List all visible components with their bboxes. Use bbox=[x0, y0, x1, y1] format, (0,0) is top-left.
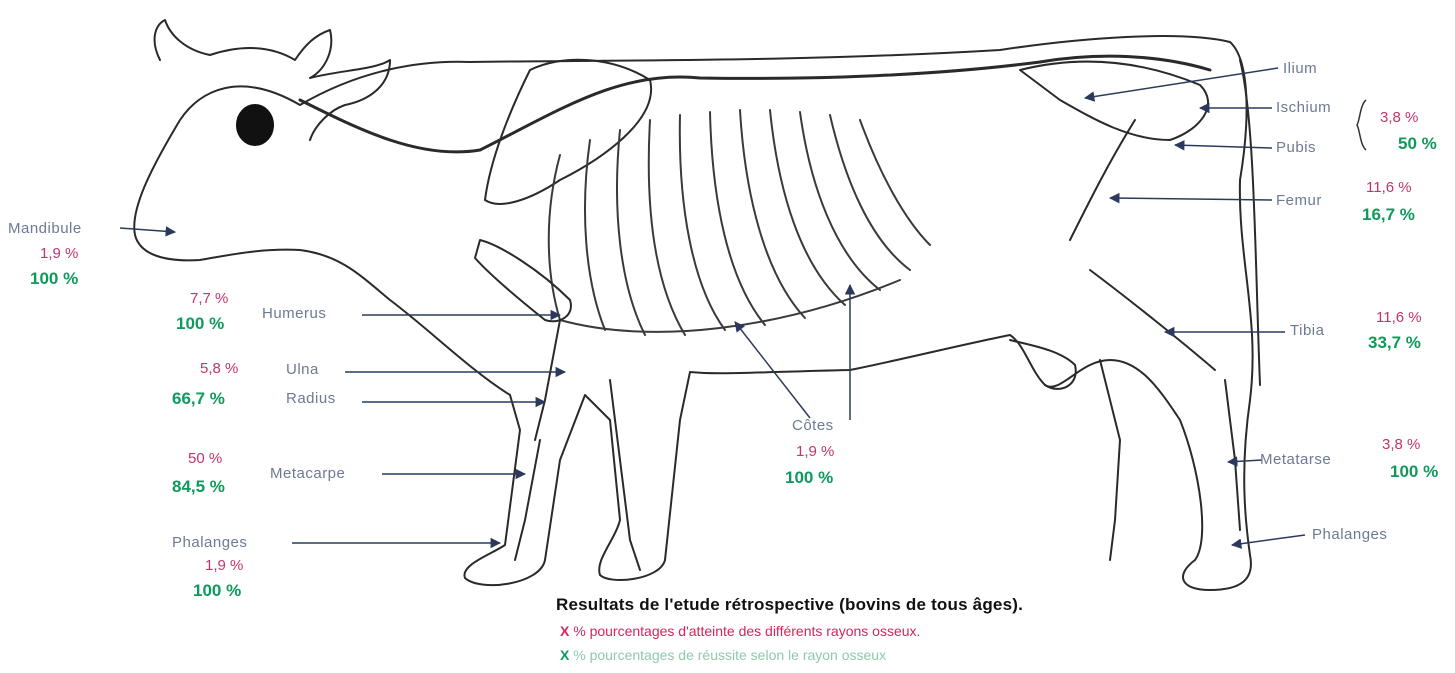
label-femur: Femur bbox=[1276, 193, 1322, 208]
label-phalanges-front: Phalanges bbox=[172, 535, 247, 550]
label-ilium: Ilium bbox=[1283, 61, 1317, 76]
legend-title: Resultats de l'etude rétrospective (bovi… bbox=[556, 596, 1023, 613]
metacarpe-bone bbox=[515, 440, 540, 560]
label-ulna: Ulna bbox=[286, 362, 319, 377]
mandibule-success-pct: 100 % bbox=[30, 270, 78, 287]
arrow-phalanges-rear bbox=[1232, 535, 1305, 545]
metacarpe-success-pct: 84,5 % bbox=[172, 478, 225, 495]
legend-success-marker: X bbox=[560, 647, 569, 663]
femur-bone bbox=[1070, 120, 1135, 240]
radius-bone bbox=[535, 320, 560, 440]
mandibule-affected-pct: 1,9 % bbox=[40, 246, 78, 261]
phalanges-front-affected-pct: 1,9 % bbox=[205, 558, 243, 573]
label-cotes: Côtes bbox=[792, 418, 834, 433]
legend-affected-marker: X bbox=[560, 623, 569, 639]
ulna-radius-success-pct: 66,7 % bbox=[172, 390, 225, 407]
rear-far-leg bbox=[1100, 360, 1120, 560]
spine bbox=[300, 56, 1210, 152]
label-metatarse: Metatarse bbox=[1260, 452, 1331, 467]
label-ischium: Ischium bbox=[1276, 100, 1331, 115]
femur-affected-pct: 11,6 % bbox=[1366, 180, 1412, 195]
cotes-affected-pct: 1,9 % bbox=[796, 444, 834, 459]
femur-success-pct: 16,7 % bbox=[1362, 206, 1415, 223]
humerus-affected-pct: 7,7 % bbox=[190, 291, 228, 306]
legend-success-text: % pourcentages de réussite selon le rayo… bbox=[573, 647, 886, 663]
metacarpe-affected-pct: 50 % bbox=[188, 451, 222, 466]
cow-eye bbox=[237, 105, 273, 145]
tibia-success-pct: 33,7 % bbox=[1368, 334, 1421, 351]
pelvis-bone bbox=[1020, 62, 1208, 140]
tibia-bone bbox=[1090, 270, 1215, 370]
label-radius: Radius bbox=[286, 391, 336, 406]
label-pubis: Pubis bbox=[1276, 140, 1316, 155]
label-phalanges-rear: Phalanges bbox=[1312, 527, 1387, 542]
pelvis-success-pct: 50 % bbox=[1398, 135, 1437, 152]
label-tibia: Tibia bbox=[1290, 323, 1324, 338]
humerus-success-pct: 100 % bbox=[176, 315, 224, 332]
ulna-radius-affected-pct: 5,8 % bbox=[200, 361, 238, 376]
arrow-ilium bbox=[1085, 68, 1278, 98]
arrow-femur bbox=[1110, 198, 1272, 200]
pelvis-affected-pct: 3,8 % bbox=[1380, 110, 1418, 125]
arrow-mandibule bbox=[120, 228, 175, 232]
metatarse-affected-pct: 3,8 % bbox=[1382, 437, 1420, 452]
label-humerus: Humerus bbox=[262, 306, 326, 321]
legend-affected-line: X % pourcentages d'atteinte des différen… bbox=[560, 624, 920, 638]
ribs bbox=[549, 110, 930, 335]
arrow-cotes-1 bbox=[735, 322, 810, 418]
label-mandibule: Mandibule bbox=[8, 221, 82, 236]
label-metacarpe: Metacarpe bbox=[270, 466, 345, 481]
metatarse-success-pct: 100 % bbox=[1390, 463, 1438, 480]
phalanges-front-success-pct: 100 % bbox=[193, 582, 241, 599]
arrow-metatarse bbox=[1228, 460, 1262, 462]
tibia-affected-pct: 11,6 % bbox=[1376, 310, 1422, 325]
legend-success-line: X % pourcentages de réussite selon le ra… bbox=[560, 648, 886, 662]
scapula bbox=[485, 60, 651, 204]
legend-affected-text: % pourcentages d'atteinte des différents… bbox=[573, 623, 920, 639]
metatarse-bone bbox=[1225, 380, 1240, 530]
ischium-pubis-bracket bbox=[1357, 100, 1366, 150]
cotes-success-pct: 100 % bbox=[785, 469, 833, 486]
arrow-pubis bbox=[1175, 145, 1272, 148]
